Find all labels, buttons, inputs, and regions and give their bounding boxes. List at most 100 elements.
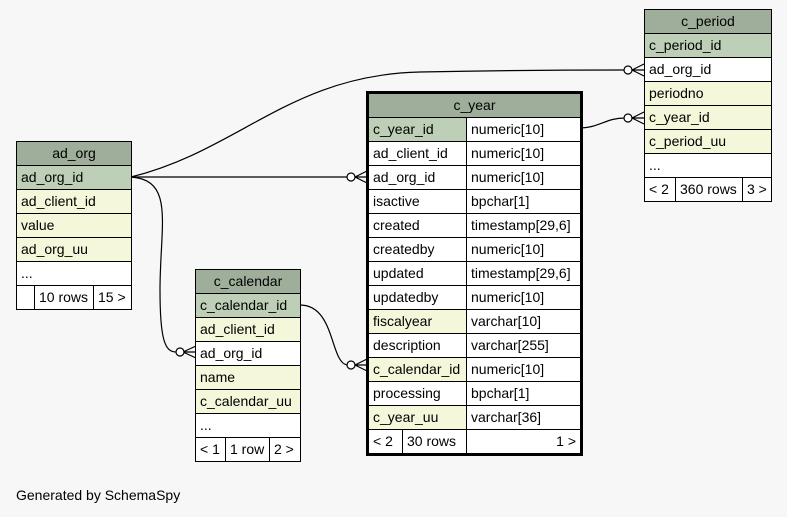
column-row[interactable]: c_calendar_id numeric[10] (369, 357, 580, 381)
zero-marker-c-year-c-calendar-id (346, 360, 356, 370)
column-row[interactable]: ad_org_id (645, 57, 771, 81)
table-footer: < 1 1 row 2 > (196, 437, 300, 461)
edge-ad-org-to-c-period (130, 69, 626, 178)
column-type: varchar[10] (466, 310, 580, 333)
column-row: ... (196, 413, 300, 437)
more-columns: ... (200, 417, 212, 433)
column-row[interactable]: periodno (645, 81, 771, 105)
column-type: bpchar[1] (466, 190, 580, 213)
more-columns: ... (649, 157, 661, 173)
more-columns: ... (21, 265, 33, 281)
children-link[interactable]: 1 > (466, 430, 580, 453)
column-name: c_period_id (649, 37, 722, 53)
crowfoot-c-year-c-calendar-id (354, 358, 368, 372)
children-link[interactable]: 3 > (742, 178, 771, 201)
column-name: c_year_uu (369, 406, 466, 429)
column-row[interactable]: c_calendar_uu (196, 389, 300, 413)
table-ad-org[interactable]: ad_org ad_org_id ad_client_id value ad_o… (16, 141, 132, 310)
column-name: description (369, 334, 466, 357)
table-c-year[interactable]: c_year c_year_id numeric[10] ad_client_i… (366, 91, 583, 456)
edge-ad-org-to-c-calendar (130, 176, 177, 353)
column-row[interactable]: updated timestamp[29,6] (369, 261, 580, 285)
zero-marker-c-year-ad-org-id (346, 172, 356, 182)
row-count: 360 rows (675, 178, 742, 201)
table-title[interactable]: c_year (369, 94, 580, 117)
column-type: timestamp[29,6] (466, 214, 580, 237)
column-name: ad_org_id (649, 61, 712, 77)
column-name: ad_client_id (21, 193, 96, 209)
column-name: c_calendar_id (369, 358, 466, 381)
table-title[interactable]: c_period (645, 10, 771, 33)
column-type: numeric[10] (466, 358, 580, 381)
column-type: numeric[10] (466, 166, 580, 189)
column-row[interactable]: created timestamp[29,6] (369, 213, 580, 237)
table-c-period[interactable]: c_period c_period_id ad_org_id periodno … (644, 9, 772, 202)
row-count: 30 rows (402, 430, 466, 453)
column-row[interactable]: c_year_id (645, 105, 771, 129)
column-name: updated (369, 262, 466, 285)
row-count: 10 rows (34, 286, 93, 309)
column-row[interactable]: createdby numeric[10] (369, 237, 580, 261)
column-row[interactable]: ad_client_id (17, 189, 131, 213)
column-row[interactable]: processing bpchar[1] (369, 381, 580, 405)
crowfoot-c-period-c-year-id (631, 111, 645, 125)
parents-link[interactable]: < 2 (373, 433, 393, 449)
table-title[interactable]: c_calendar (196, 270, 300, 293)
children-link[interactable]: 2 > (269, 438, 300, 461)
table-footer: 10 rows 15 > (17, 285, 131, 309)
parents-link[interactable]: < 1 (200, 441, 220, 457)
column-name: updatedby (369, 286, 466, 309)
column-name: ad_client_id (369, 142, 466, 165)
column-row[interactable]: name (196, 365, 300, 389)
column-row[interactable]: fiscalyear varchar[10] (369, 309, 580, 333)
crowfoot-c-year-ad-org-id (354, 170, 368, 184)
column-row[interactable]: ad_org_uu (17, 237, 131, 261)
table-footer: < 2 30 rows 1 > (369, 429, 580, 453)
column-name: name (200, 369, 236, 385)
column-row[interactable]: ad_client_id (196, 317, 300, 341)
table-c-calendar[interactable]: c_calendar c_calendar_id ad_client_id ad… (195, 269, 301, 462)
column-row: ... (17, 261, 131, 285)
column-name: ad_org_id (200, 345, 263, 361)
zero-marker-c-period-c-year-id (623, 113, 633, 123)
column-name: fiscalyear (369, 310, 466, 333)
column-name: c_calendar_id (200, 297, 288, 313)
column-row[interactable]: updatedby numeric[10] (369, 285, 580, 309)
column-row[interactable]: c_year_id numeric[10] (369, 117, 580, 141)
column-type: varchar[255] (466, 334, 580, 357)
parents-link[interactable]: < 2 (649, 181, 669, 197)
column-type: numeric[10] (466, 286, 580, 309)
column-row[interactable]: description varchar[255] (369, 333, 580, 357)
column-type: numeric[10] (466, 238, 580, 261)
column-name: c_period_uu (649, 133, 727, 149)
zero-marker-c-calendar-ad-org-id (175, 347, 185, 357)
column-name: ad_org_uu (21, 241, 88, 257)
crowfoot-c-calendar-ad-org-id (182, 345, 197, 359)
edge-c-calendar-to-c-year (299, 304, 348, 366)
column-name: c_year_id (649, 109, 710, 125)
column-row[interactable]: isactive bpchar[1] (369, 189, 580, 213)
parents-link (17, 286, 34, 309)
column-type: numeric[10] (466, 118, 580, 141)
column-name: c_year_id (369, 118, 466, 141)
column-row[interactable]: ad_client_id numeric[10] (369, 141, 580, 165)
column-type: timestamp[29,6] (466, 262, 580, 285)
column-type: varchar[36] (466, 406, 580, 429)
column-row[interactable]: c_calendar_id (196, 293, 300, 317)
column-row[interactable]: c_period_id (645, 33, 771, 57)
column-name: value (21, 217, 55, 233)
table-footer: < 2 360 rows 3 > (645, 177, 771, 201)
column-name: processing (369, 382, 466, 405)
children-link[interactable]: 15 > (93, 286, 131, 309)
zero-marker-c-period-ad-org-id (623, 65, 633, 75)
table-title[interactable]: ad_org (17, 142, 131, 165)
column-row[interactable]: c_period_uu (645, 129, 771, 153)
column-row[interactable]: c_year_uu varchar[36] (369, 405, 580, 429)
column-type: bpchar[1] (466, 382, 580, 405)
column-row[interactable]: ad_org_id numeric[10] (369, 165, 580, 189)
column-row[interactable]: ad_org_id (196, 341, 300, 365)
column-row[interactable]: value (17, 213, 131, 237)
column-name: c_calendar_uu (200, 393, 292, 409)
column-row[interactable]: ad_org_id (17, 165, 131, 189)
